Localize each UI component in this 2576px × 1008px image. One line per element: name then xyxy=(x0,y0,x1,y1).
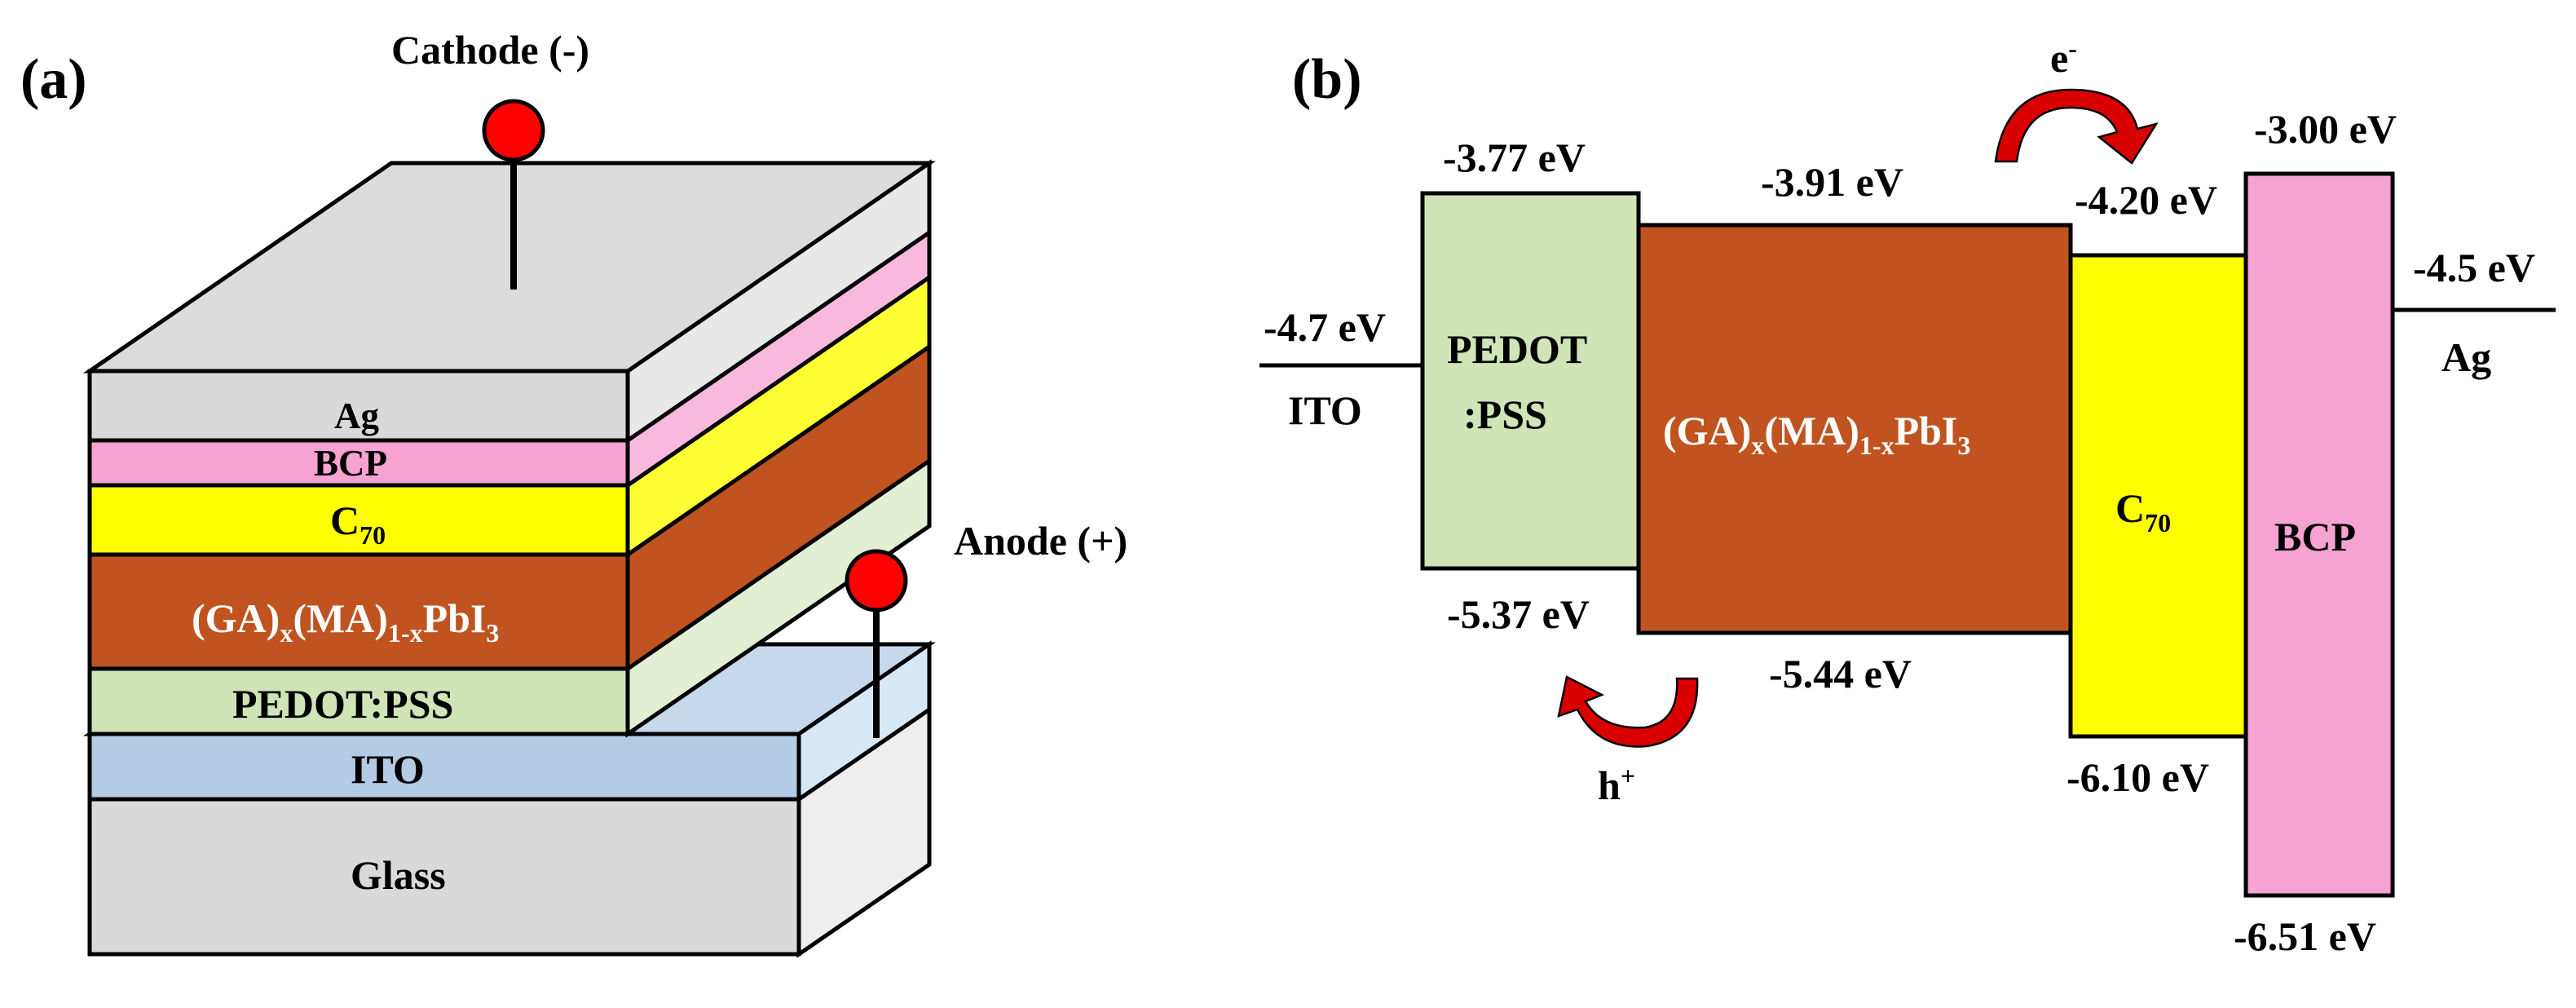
anode-label: Anode (+) xyxy=(954,518,1127,564)
cathode-label: Cathode (-) xyxy=(391,27,589,73)
bcp-top-value: -3.00 eV xyxy=(2254,106,2397,152)
cathode-pin: Cathode (-) xyxy=(391,27,589,290)
perovskite-bottom-value: -5.44 eV xyxy=(1769,651,1912,696)
glass-label: Glass xyxy=(351,852,446,898)
panel-a-label: (a) xyxy=(20,48,87,111)
ito-label-b: ITO xyxy=(1288,387,1362,433)
hole-arrow-icon xyxy=(1557,675,1699,748)
perovskite-label-a: (GA)x(MA)1-xPbI3 xyxy=(192,595,499,648)
pedot-name-line1: PEDOT xyxy=(1447,326,1587,372)
ito-level-value: -4.7 eV xyxy=(1264,304,1386,350)
electron-transfer: e- xyxy=(1994,33,2159,165)
c70-top-value: -4.20 eV xyxy=(2075,177,2217,223)
pedot-box xyxy=(1420,191,1641,571)
anode-pin-head xyxy=(845,549,908,612)
c70-bottom-value: -6.10 eV xyxy=(2067,754,2209,800)
bcp-bottom-value: -6.51 eV xyxy=(2234,913,2376,959)
glass-layer: Glass xyxy=(87,705,932,958)
device-stack: PEDOT:PSS (GA)x(MA)1-xPbI3 C70 BCP Ag xyxy=(82,159,937,738)
ag-level-group: -4.5 eV Ag xyxy=(2393,245,2556,380)
bcp-box xyxy=(2243,171,2395,898)
ito-level-group: -4.7 eV ITO xyxy=(1259,304,1423,433)
perovskite-box xyxy=(1636,223,2073,635)
perovskite-label-b: (GA)x(MA)1-xPbI3 xyxy=(1663,408,1970,460)
ito-label: ITO xyxy=(351,746,425,792)
bcp-label-b: BCP xyxy=(2274,514,2356,559)
c70-box xyxy=(2068,253,2248,739)
panel-b-label: (b) xyxy=(1292,48,1362,111)
bcp-block: BCP -3.00 eV -6.51 eV xyxy=(2234,106,2397,959)
ag-label-b: Ag xyxy=(2441,334,2491,380)
anode-pin: Anode (+) xyxy=(845,518,1127,738)
ag-top xyxy=(82,161,937,374)
pedot-name-line2: :PSS xyxy=(1463,391,1547,437)
perovskite-block: (GA)x(MA)1-xPbI3 -3.91 eV -5.44 eV xyxy=(1636,159,2073,696)
panel-b: (b) -4.7 eV ITO PEDOT :PSS -3.77 eV -5.3… xyxy=(1259,33,2556,959)
c70-label-a: C70 xyxy=(330,497,386,550)
ag-level-value: -4.5 eV xyxy=(2413,245,2535,290)
pedot-label: PEDOT:PSS xyxy=(232,681,453,727)
ito-front xyxy=(87,732,801,802)
hole-transfer: h+ xyxy=(1557,675,1699,808)
electron-label: e- xyxy=(2050,33,2077,81)
electron-arrow-icon xyxy=(1994,88,2159,165)
pedot-block: PEDOT :PSS -3.77 eV -5.37 eV xyxy=(1420,135,1641,637)
pedot-bottom-value: -5.37 eV xyxy=(1447,591,1590,637)
pedot-top-value: -3.77 eV xyxy=(1443,135,1586,180)
cathode-pin-head xyxy=(482,99,545,162)
ito-side xyxy=(796,640,932,803)
ag-label-a: Ag xyxy=(334,396,379,436)
panel-a: (a) Glass ITO PEDOT:PSS (GA)x(MA)1-xPbI3… xyxy=(20,27,1127,958)
hole-label: h+ xyxy=(1598,761,1635,808)
perovskite-top-value: -3.91 eV xyxy=(1761,159,1903,205)
c70-block: C70 -4.20 eV -6.10 eV xyxy=(2067,177,2248,800)
c70-label-b: C70 xyxy=(2115,485,2171,537)
bcp-label-a: BCP xyxy=(314,443,387,484)
